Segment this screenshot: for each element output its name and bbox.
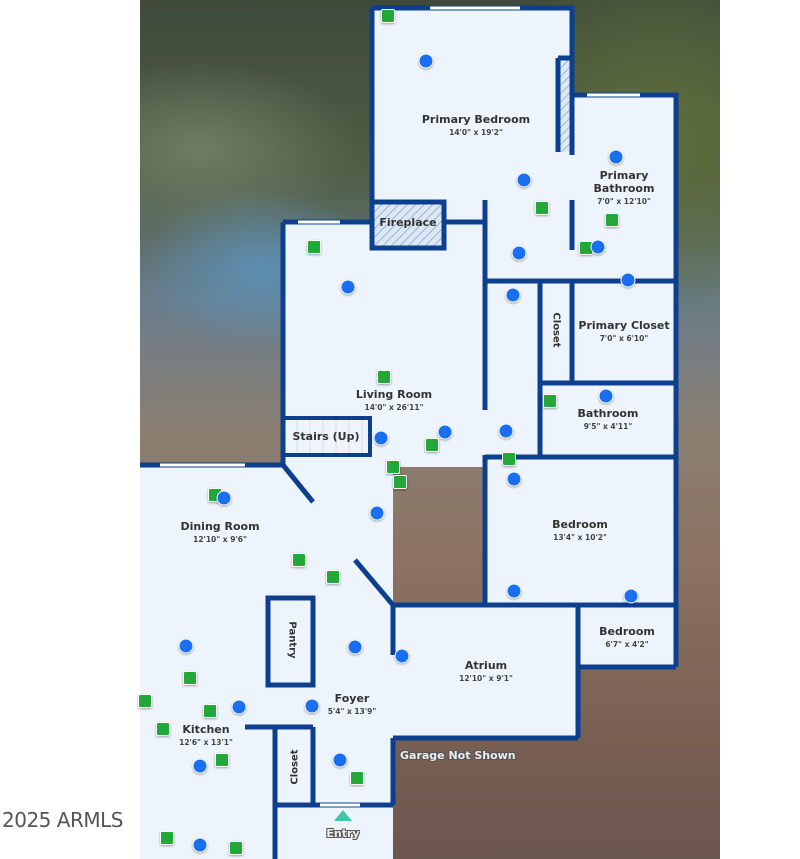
photo-marker[interactable] [598, 388, 614, 404]
view-marker[interactable] [156, 722, 170, 736]
view-marker[interactable] [350, 771, 364, 785]
photo-marker[interactable] [369, 505, 385, 521]
photo-marker[interactable] [231, 699, 247, 715]
photo-marker[interactable] [506, 471, 522, 487]
view-marker[interactable] [381, 9, 395, 23]
room-closet-hall: Closet [550, 312, 562, 348]
room-pantry: Pantry [286, 621, 298, 659]
room-closet-foyer: Closet [289, 749, 301, 785]
photo-marker[interactable] [347, 639, 363, 655]
entry-label: Entry [326, 827, 360, 840]
photo-marker[interactable] [437, 424, 453, 440]
photo-marker[interactable] [373, 430, 389, 446]
entry-arrow-icon [334, 810, 352, 821]
stairs-treads [296, 420, 363, 453]
photo-marker[interactable] [216, 490, 232, 506]
photo-marker[interactable] [418, 53, 434, 69]
windows [160, 6, 640, 807]
room-stairs: Stairs (Up) [292, 430, 360, 443]
photo-marker[interactable] [394, 648, 410, 664]
garage-note: Garage Not Shown [400, 749, 516, 762]
view-marker[interactable] [183, 671, 197, 685]
photo-marker[interactable] [340, 279, 356, 295]
view-marker[interactable] [425, 438, 439, 452]
photo-marker[interactable] [590, 239, 606, 255]
photo-marker[interactable] [192, 837, 208, 853]
view-marker[interactable] [203, 704, 217, 718]
photo-marker[interactable] [304, 698, 320, 714]
view-marker[interactable] [543, 394, 557, 408]
view-marker[interactable] [605, 213, 619, 227]
photo-marker[interactable] [178, 638, 194, 654]
photo-marker[interactable] [516, 172, 532, 188]
photo-marker[interactable] [192, 758, 208, 774]
photo-marker[interactable] [623, 588, 639, 604]
view-marker[interactable] [386, 460, 400, 474]
view-marker[interactable] [326, 570, 340, 584]
view-marker[interactable] [138, 694, 152, 708]
photo-marker[interactable] [608, 149, 624, 165]
view-marker[interactable] [307, 240, 321, 254]
photo-marker[interactable] [511, 245, 527, 261]
photo-marker[interactable] [505, 287, 521, 303]
photo-marker[interactable] [620, 272, 636, 288]
view-marker[interactable] [377, 370, 391, 384]
copyright-watermark: 2025 ARMLS [2, 808, 123, 832]
view-marker[interactable] [502, 452, 516, 466]
view-marker[interactable] [292, 553, 306, 567]
view-marker[interactable] [393, 475, 407, 489]
photo-marker[interactable] [506, 583, 522, 599]
view-marker[interactable] [160, 831, 174, 845]
view-marker[interactable] [229, 841, 243, 855]
photo-marker[interactable] [498, 423, 514, 439]
room-fireplace: Fireplace [379, 216, 437, 229]
photo-marker[interactable] [332, 752, 348, 768]
fireplace-hatch [374, 204, 442, 246]
view-marker[interactable] [535, 201, 549, 215]
view-marker[interactable] [215, 753, 229, 767]
